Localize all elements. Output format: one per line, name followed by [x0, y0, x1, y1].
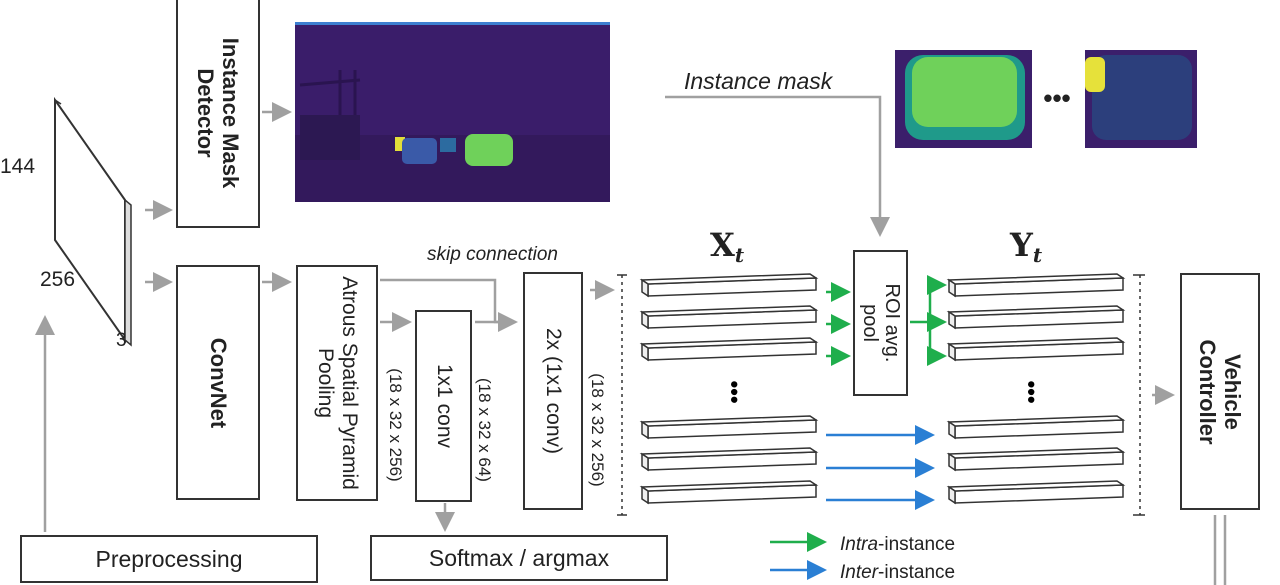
input-tensor — [54, 96, 132, 347]
vehicle-controller-box: Vehicle Controller — [1180, 273, 1260, 510]
convnet-box: ConvNet — [176, 265, 260, 500]
yt-slab — [946, 273, 1126, 298]
legend-arrows — [770, 532, 827, 580]
xt-label: Xt — [710, 226, 745, 267]
conv1x1-dim-label: (18 x 32 x 64) — [475, 378, 494, 482]
thumbnail-ellipsis: ••• — [1043, 83, 1070, 113]
instance-mask-thumbnail-1 — [895, 50, 1032, 148]
softmax-box: Softmax / argmax — [370, 535, 668, 581]
inter-instance-arrows — [826, 425, 935, 510]
skip-connection-label: skip connection — [427, 244, 558, 265]
input-channel-label: 3 — [116, 330, 127, 351]
vehicle-controller-label: Vehicle Controller — [1195, 338, 1245, 445]
instance-mask-thumbnail-2 — [1085, 50, 1197, 148]
conv2x-label: 2x (1x1 conv) — [542, 327, 565, 455]
xt-slab — [639, 305, 819, 330]
aspp-dim-label: (18 x 32 x 256) — [386, 368, 405, 482]
xt-slab — [639, 273, 819, 298]
conv2x-box: 2x (1x1 conv) — [523, 272, 583, 510]
input-width-label: 256 — [40, 268, 76, 291]
flow-arrows — [35, 95, 1227, 585]
segmentation-scene-image — [295, 22, 610, 202]
conv1x1-label: 1x1 conv — [432, 363, 456, 449]
yt-slab — [946, 337, 1126, 362]
aspp-box: Atrous Spatial Pyramid Pooling — [296, 265, 378, 501]
yt-slab — [946, 447, 1126, 472]
softmax-label: Softmax / argmax — [428, 544, 610, 571]
yt-stack-ellipsis: ••• — [1019, 380, 1044, 403]
conv1x1-box: 1x1 conv — [415, 310, 472, 502]
roi-pool-label: ROI avg. pool — [858, 283, 903, 363]
yt-slab — [946, 415, 1126, 440]
legend-intra-label: Intra-instance — [840, 534, 955, 555]
conv2x-dim-label: (18 x 32 x 256) — [588, 373, 607, 487]
yt-slab — [946, 305, 1126, 330]
instance-mask-detector-label: Instance Mask Detector — [193, 37, 243, 189]
legend-inter-label: Inter-instance — [840, 562, 955, 583]
instance-mask-detector-box: Instance Mask Detector — [176, 0, 260, 228]
input-height-label: 144 — [0, 155, 36, 178]
aspp-label: Atrous Spatial Pyramid Pooling — [314, 276, 361, 490]
xt-slab — [639, 447, 819, 472]
preprocessing-label: Preprocessing — [95, 545, 243, 572]
roi-pool-box: ROI avg. pool — [853, 250, 908, 396]
tensor-brackets — [617, 274, 1145, 516]
yt-label: Yt — [1009, 226, 1043, 267]
xt-slab — [639, 415, 819, 440]
intra-instance-arrows — [826, 275, 947, 366]
preprocessing-box: Preprocessing — [20, 535, 318, 583]
xt-slab — [639, 337, 819, 362]
yt-feature-stack — [946, 273, 1126, 505]
xt-stack-ellipsis: ••• — [722, 380, 747, 403]
yt-slab — [946, 480, 1126, 505]
xt-feature-stack — [639, 273, 819, 505]
instance-mask-label: Instance mask — [684, 68, 833, 94]
convnet-label: ConvNet — [206, 337, 231, 428]
xt-slab — [639, 480, 819, 505]
